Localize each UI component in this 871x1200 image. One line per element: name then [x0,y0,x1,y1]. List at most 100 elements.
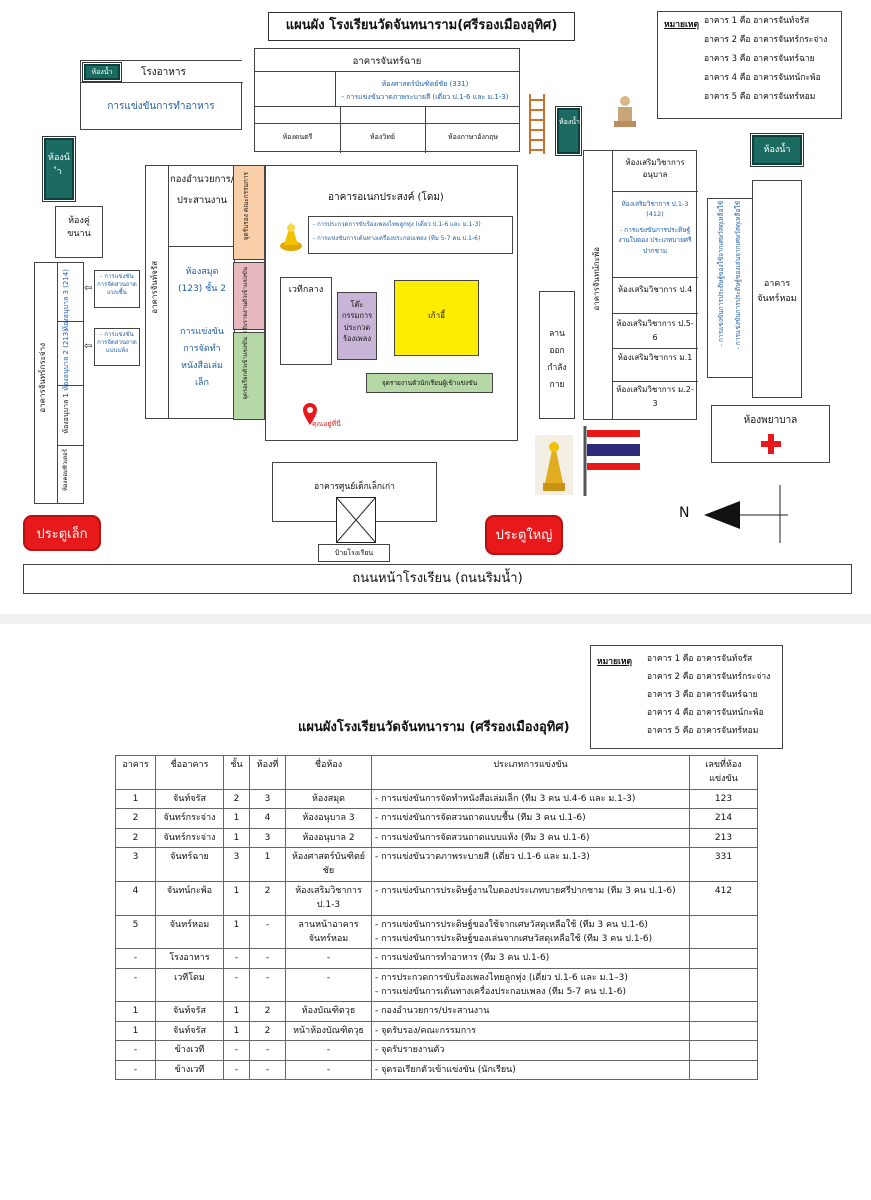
thai-flag-icon [583,426,640,496]
cell-building-name: จันท์จรัส [155,1001,224,1022]
main-gate: ประตูใหญ่ [485,515,563,555]
competition-line: - การแข่งขันการจัดสวนถาดแบบแห้ง (ทีม 3 ค… [375,832,590,843]
canteen-washroom: ห้องน้ำ [82,62,122,82]
cell-comp-room: 214 [689,808,758,829]
chanhom-building: อาคารจันทร์หอม [752,180,802,398]
cell-building-name: จันทร์กระจ่าง [155,827,224,848]
cell-room-name: ห้องอนุบาล 2 [285,827,372,848]
p4-room: ห้องเสริมวิชาการ ป.4 [617,285,693,294]
cell-building-name: เวทีโดม [155,967,224,1003]
cell-building: 1 [115,1001,156,1022]
seats-label: เก้าอี้ [428,311,445,320]
table-legend: หมายเหตุ อาคาร 1 คือ อาคารจันท์จรัส อาคา… [590,645,783,749]
cell-building-name: จันทร์ฉาย [155,846,224,882]
chankapho-building: อาคารจันทน์กะพ้อ ห้องเสริมวิชาการอนุบาล … [583,150,698,420]
cell-floor: 1 [223,1001,250,1022]
cell-room-name: ห้องสมุด [285,788,372,810]
chanchai-label: อาคารจันทร์ฉาย [352,56,422,67]
chankrajang-building: อาคารจันทร์กระจ่าง ห้องอนุบาล 3 (214) ห้… [34,262,84,504]
waiting-strip: จุดรอเรียกตัวเข้าแข่งขัน [233,332,265,420]
front-road-label: ถนนหน้าโรงเรียน (ถนนริมน้ำ) [352,571,523,586]
cell-room-name: - [285,1059,372,1081]
washroom-right: ห้องน้ำ [750,133,804,167]
table-legend-item: อาคาร 4 คือ อาคารจันทน์กะพ้อ [647,708,764,718]
cell-building: 1 [115,1020,156,1042]
kids-center-label: อาคารศูนย์เด็กเล็กเก่า [314,482,395,492]
cell-comp-room [689,967,758,1003]
map-legend: หมายเหตุ อาคาร 1 คือ อาคารจันท์จรัส อาคา… [657,11,842,119]
cell-building: - [115,1059,156,1081]
table-row: -ข้างเวที---- จุดรอเรียกตัวเข้าแข่งขัน (… [115,1059,758,1081]
buddha-statue-icon [535,435,573,495]
map-legend-item: อาคาร 3 คือ อาคารจันทร์ฉาย [704,54,815,64]
col-room-no: ห้องที่ [249,755,286,790]
cell-building: - [115,1040,156,1061]
cell-room-no: - [249,1040,286,1061]
cell-floor: - [223,1040,250,1061]
chanhom-comp-toy: - การแข่งขันการประดิษฐ์ของเล่นจากเศษวัสด… [734,201,742,350]
chanhom-label: อาคารจันทร์หอม [757,279,797,305]
room-412: ห้องเสริมวิชาการ ป.1-3 (412) [621,200,689,219]
cell-comp-room: 123 [689,788,758,810]
arrow-icon: ⇦ [84,341,93,352]
nurse-room: ห้องพยาบาล [711,405,830,463]
cell-building-name: จันท์จรัส [155,788,224,810]
location-pin-icon [303,403,317,425]
competition-line: - การแข่งขันวาดภาพระบายสี (เดี่ยว ป.1-6 … [375,851,590,862]
competition-line: - การแข่งขันการประดิษฐ์ของใช้จากเศษวัสดุ… [375,919,648,930]
science-room: ห้องวิทย์ [370,133,395,141]
cell-competition: - การแข่งขันการจัดสวนถาดแบบแห้ง (ทีม 3 ค… [371,827,690,848]
kinder1-room: ห้องอนุบาล 1 [62,393,70,434]
room-412-competition: - การแข่งขันการประดิษฐ์งานใบตอง ประเภทบา… [618,226,692,255]
map-legend-head: หมายเหตุ [664,20,699,30]
cell-building-name: ข้างเวที [155,1040,224,1061]
cell-floor: 1 [223,880,250,916]
seats-area: เก้าอี้ [394,280,479,356]
chanchai-building: อาคารจันทร์ฉาย ห้องศาสตร์บันฑิตย์ชัย (33… [254,48,520,153]
m2-3-room: ห้องเสริมวิชาการ ม.2-3 [616,385,694,408]
map-legend-item: อาคาร 2 คือ อาคารจันทร์กระจ่าง [704,35,828,45]
col-competition: ประเภทการแข่งขัน [371,755,690,790]
competition-line: - จุดรอเรียกตัวเข้าแข่งขัน (นักเรียน) [375,1064,516,1075]
cell-competition: - การแข่งขันการจัดทำหนังสือเล่มเล็ก (ทีม… [371,788,690,810]
computer-room: ห้องคอมพิวเตอร์ [62,449,69,492]
cell-room-no: - [249,1059,286,1081]
exercise-field: ลานออกกำลังกาย [539,291,575,419]
canteen: ห้องน้ำ โรงอาหาร การแข่งขันการทำอาหาร [80,60,243,130]
cell-competition: - จุดรับรายงานตัว [371,1040,690,1061]
competition-line: - การแข่งขันการจัดทำหนังสือเล่มเล็ก (ทีม… [375,793,636,804]
small-gate: ประตูเล็ก [23,515,101,551]
chanhom-competitions: - การแข่งขันการประดิษฐ์ของใช้จากเศษวัสดุ… [707,198,753,378]
counsel-room: ห้องคู่ขนาน [55,206,103,258]
school-sign-label: ป้ายโรงเรียน [334,549,374,557]
cell-competition: - กองอำนวยการ/ประสานงาน [371,1001,690,1022]
garden-comp-dry: - การแข่งขันการจัดสวนถาดแบบแห้ง [94,328,140,366]
waiting-strip-label: จุดรอเรียกตัวเข้าแข่งขัน [242,337,249,400]
nurse-room-label: ห้องพยาบาล [743,415,798,426]
cell-room-no: - [249,914,286,950]
center-stage-label: เวทีกลาง [288,285,324,295]
cell-floor: 1 [223,827,250,848]
table-row: -เวทีโดม---- การประกวดการขับร้องเพลงไทยล… [115,967,758,1003]
competition-line: - การประกวดการขับร้องเพลงไทยลูกทุ่ง (เดี… [375,972,628,983]
cell-room-no: 2 [249,1001,286,1022]
chankapho-label: อาคารจันทน์กะพ้อ [592,247,601,311]
cell-competition: - การแข่งขันการทำอาหาร (ทีม 3 คน ป.1-6) [371,948,690,969]
cell-comp-room [689,1059,758,1081]
music-room: ห้องดนตรี [282,133,313,141]
cell-building: 1 [115,788,156,810]
you-are-here: คุณอยู่ที่นี่ [312,420,341,428]
washroom-left: ห้องน้ำ [42,136,76,202]
cell-room-no: 2 [249,1020,286,1042]
cell-building: 3 [115,846,156,882]
cell-building: 5 [115,914,156,950]
ladder-icon [529,94,545,154]
report-strip-label: จุดรับรายงานตัวเข้าแข่งขัน [242,267,249,338]
cell-comp-room: 213 [689,827,758,848]
table-legend-item: อาคาร 1 คือ อาคารจันท์จรัส [647,654,753,664]
table-title: แผนผังโรงเรียนวัดจันทนาราม (ศรีรองเมืองอ… [298,720,570,735]
col-comp-room: เลขที่ห้องแข่งขัน [689,755,758,790]
cell-room-name: - [285,1040,372,1061]
competition-table: อาคาร ชื่ออาคาร ชั้น ห้องที่ ชื่อห้อง ปร… [115,755,758,1081]
